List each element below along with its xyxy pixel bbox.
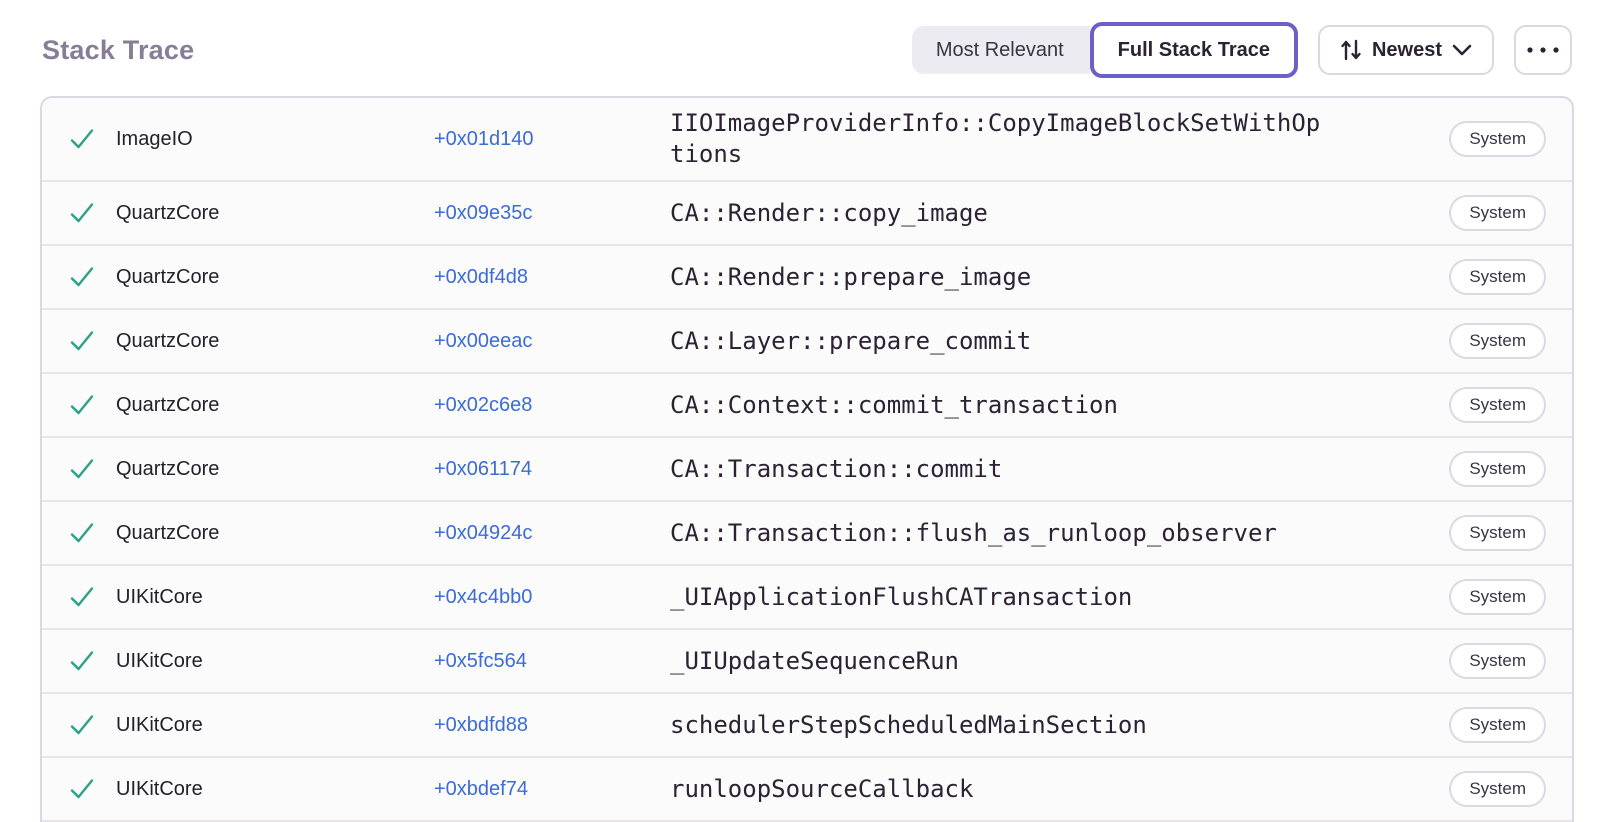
frame-system-badge: System (1449, 707, 1546, 743)
frame-system-badge: System (1449, 121, 1546, 157)
sort-order-label: Newest (1371, 38, 1442, 61)
frame-function: CA::Layer::prepare_commit (670, 326, 1032, 355)
frame-address-link[interactable]: +0x01d140 (434, 127, 534, 150)
frame-system-badge: System (1449, 387, 1546, 423)
frame-system-badge: System (1449, 451, 1546, 487)
stack-frame-row[interactable]: QuartzCore +0x00eeac CA::Layer::prepare_… (42, 310, 1572, 374)
frame-module: QuartzCore (116, 201, 220, 224)
frame-address-link[interactable]: +0xbdef74 (434, 777, 528, 800)
stack-frame-row[interactable]: UIKitCore +0x5fc564 _UIUpdateSequenceRun… (42, 630, 1572, 694)
more-options-button[interactable] (1514, 25, 1572, 75)
stack-frame-row[interactable]: UIKitCore +0xbdef74 runloopSourceCallbac… (42, 758, 1572, 822)
frame-function: CA::Transaction::flush_as_runloop_observ… (670, 518, 1277, 547)
frame-address-link[interactable]: +0xbdfd88 (434, 713, 528, 736)
most-relevant-button[interactable]: Most Relevant (911, 26, 1090, 74)
frame-module: QuartzCore (116, 393, 220, 416)
frame-system-badge: System (1449, 195, 1546, 231)
frame-system-badge: System (1449, 643, 1546, 679)
frame-address-link[interactable]: +0x0df4d8 (434, 265, 528, 288)
header-controls: Most Relevant Full Stack Trace Newest (911, 22, 1572, 78)
check-icon (68, 199, 96, 227)
frame-module: UIKitCore (116, 713, 203, 736)
frame-function: _UIApplicationFlushCATransaction (670, 582, 1133, 611)
chevron-down-icon (1452, 44, 1472, 56)
frame-system-badge: System (1449, 579, 1546, 615)
frame-system-badge: System (1449, 323, 1546, 359)
ellipsis-icon (1526, 46, 1560, 54)
full-stack-trace-button[interactable]: Full Stack Trace (1089, 22, 1298, 78)
stack-frame-row[interactable]: QuartzCore +0x02c6e8 CA::Context::commit… (42, 374, 1572, 438)
frame-address-link[interactable]: +0x00eeac (434, 329, 533, 352)
frame-function: schedulerStepScheduledMainSection (670, 710, 1147, 739)
frame-function: CA::Render::prepare_image (670, 262, 1032, 291)
frame-module: QuartzCore (116, 521, 220, 544)
stack-frame-row[interactable]: QuartzCore +0x061174 CA::Transaction::co… (42, 438, 1572, 502)
stack-frame-row[interactable]: UIKitCore +0x4c4bb0 _UIApplicationFlushC… (42, 566, 1572, 630)
frame-function: CA::Render::copy_image (670, 198, 988, 227)
stack-frame-row[interactable]: QuartzCore +0x09e35c CA::Render::copy_im… (42, 182, 1572, 246)
check-icon (68, 455, 96, 483)
frame-address-link[interactable]: +0x061174 (434, 457, 533, 480)
frame-system-badge: System (1449, 515, 1546, 551)
frame-module: ImageIO (116, 127, 193, 150)
frame-address-link[interactable]: +0x02c6e8 (434, 393, 533, 416)
check-icon (68, 583, 96, 611)
trace-view-segmented-control: Most Relevant Full Stack Trace (911, 22, 1298, 78)
stack-frame-row[interactable]: QuartzCore +0x04924c CA::Transaction::fl… (42, 502, 1572, 566)
frame-address-link[interactable]: +0x04924c (434, 521, 533, 544)
frame-function: CA::Context::commit_transaction (670, 390, 1118, 419)
frame-module: UIKitCore (116, 649, 203, 672)
check-icon (68, 263, 96, 291)
check-icon (68, 391, 96, 419)
stack-frame-row[interactable]: ImageIO +0x01d140 IIOImageProviderInfo::… (42, 98, 1572, 182)
frame-module: UIKitCore (116, 585, 203, 608)
page-title: Stack Trace (42, 34, 195, 65)
stack-frame-row[interactable]: QuartzCore +0x0df4d8 CA::Render::prepare… (42, 246, 1572, 310)
sort-arrows-icon (1340, 38, 1362, 62)
frame-address-link[interactable]: +0x09e35c (434, 201, 533, 224)
check-icon (68, 775, 96, 803)
frame-module: QuartzCore (116, 265, 220, 288)
check-icon (68, 711, 96, 739)
frame-module: QuartzCore (116, 329, 220, 352)
frame-address-link[interactable]: +0x5fc564 (434, 649, 527, 672)
frame-function: IIOImageProviderInfo::CopyImageBlockSetW… (670, 109, 1321, 168)
check-icon (68, 519, 96, 547)
frame-system-badge: System (1449, 259, 1546, 295)
check-icon (68, 647, 96, 675)
frame-address-link[interactable]: +0x4c4bb0 (434, 585, 533, 608)
frame-function: runloopSourceCallback (670, 774, 974, 803)
stack-trace-panel: ImageIO +0x01d140 IIOImageProviderInfo::… (40, 96, 1574, 822)
frame-module: UIKitCore (116, 777, 203, 800)
check-icon (68, 125, 96, 153)
sort-order-dropdown[interactable]: Newest (1317, 25, 1494, 75)
frame-function: CA::Transaction::commit (670, 454, 1003, 483)
frame-module: QuartzCore (116, 457, 220, 480)
check-icon (68, 327, 96, 355)
frame-function: _UIUpdateSequenceRun (670, 646, 959, 675)
stack-trace-header: Stack Trace Most Relevant Full Stack Tra… (0, 0, 1614, 96)
frame-system-badge: System (1449, 771, 1546, 807)
stack-frame-row[interactable]: UIKitCore +0xbdfd88 schedulerStepSchedul… (42, 694, 1572, 758)
